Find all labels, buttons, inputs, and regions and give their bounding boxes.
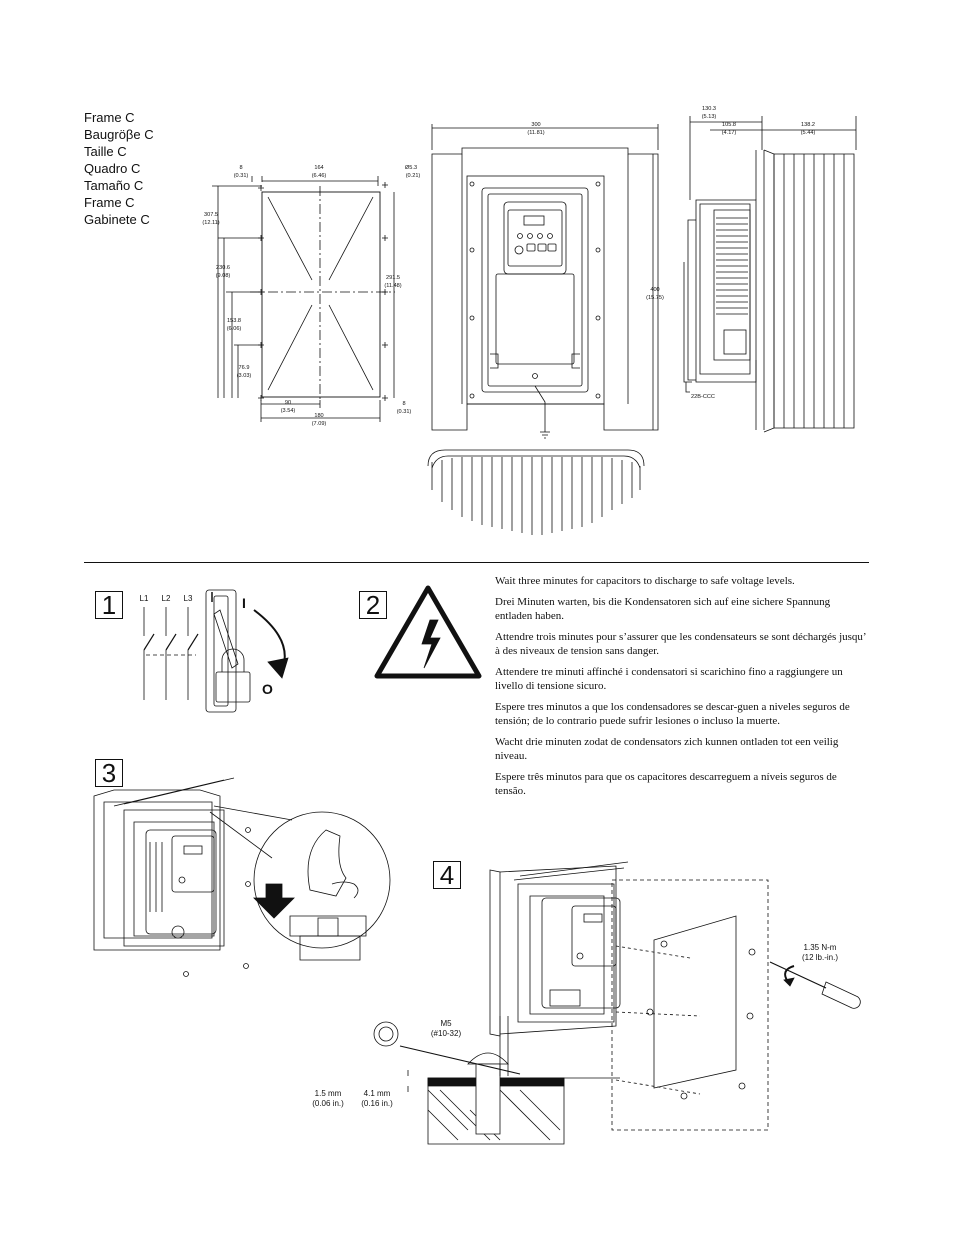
torque-label: 1.35 N-m xyxy=(804,943,837,952)
step3-remove-cover xyxy=(93,777,391,977)
dim-label: 8 xyxy=(402,401,405,407)
warning-paragraph: Wait three minutes for capacitors to dis… xyxy=(495,575,795,587)
frame-label: Taille C xyxy=(84,144,127,159)
side-view xyxy=(683,116,857,433)
dim-label: (0.21) xyxy=(406,173,421,179)
dim-label: 291.5 xyxy=(386,275,400,281)
frame-label: Tamaño C xyxy=(84,178,144,193)
dim-label: (11.81) xyxy=(527,130,544,136)
step2-warning xyxy=(374,585,482,679)
front-view xyxy=(431,124,659,439)
dim-label: Ø5.3 xyxy=(405,165,417,171)
thickness-label: (0.16 in.) xyxy=(361,1099,393,1108)
frame-label: Frame C xyxy=(84,110,135,125)
dim-label: (15.75) xyxy=(646,295,664,301)
dim-label: (6.06) xyxy=(227,326,242,332)
section-divider xyxy=(84,562,869,563)
mounting-template xyxy=(212,176,395,422)
dim-label: 105.8 xyxy=(722,122,736,128)
dim-label: 400 xyxy=(650,287,659,293)
torque-label: (12 lb.-in.) xyxy=(802,953,838,962)
warning-paragraph: Wacht drie minuten zodat de condensators… xyxy=(495,736,839,762)
dim-label: 300 xyxy=(531,122,540,128)
dim-label: (11.48) xyxy=(384,283,401,289)
dim-label: 90 xyxy=(285,400,291,406)
side-dimension-labels: 130.3 (5.13) 105.8 (4.17) 138.2 (5.44) 2… xyxy=(691,106,815,400)
phase-label: L3 xyxy=(184,594,193,603)
frame-label: Baugröβe C xyxy=(84,127,154,142)
warning-paragraph: Espere três minutos para que os capacito… xyxy=(495,771,837,797)
step4-mounting xyxy=(373,861,861,1145)
phase-label: L1 xyxy=(140,594,149,603)
dim-label: (0.31) xyxy=(234,173,249,179)
warning-paragraph: Attendere tre minuti affinché i condensa… xyxy=(495,666,843,692)
screw-label: M5 xyxy=(440,1019,452,1028)
thickness-label: 4.1 mm xyxy=(364,1089,391,1098)
dim-label: (6.46) xyxy=(312,173,327,179)
dim-label: (3.54) xyxy=(281,408,296,414)
dim-label: (5.13) xyxy=(702,114,717,120)
frame-label: Frame C xyxy=(84,195,135,210)
step-number-4: 4 xyxy=(433,861,461,889)
frame-label: Quadro C xyxy=(84,161,141,176)
dim-label: (4.17) xyxy=(722,130,737,136)
model-label: 22B-CCC xyxy=(691,394,715,400)
frame-label: Gabinete C xyxy=(84,212,150,227)
dim-label: 130.3 xyxy=(702,106,716,112)
thickness-label: (0.06 in.) xyxy=(312,1099,344,1108)
step-number-2: 2 xyxy=(359,591,387,619)
warning-text-block: Wait three minutes for capacitors to dis… xyxy=(495,574,867,805)
warning-paragraph: Attendre trois minutes pour s’assurer qu… xyxy=(495,631,866,657)
heatsink-view xyxy=(427,449,645,535)
step-number-1: 1 xyxy=(95,591,123,619)
dim-label: 230.6 xyxy=(216,265,230,271)
screw-label: (#10-32) xyxy=(431,1029,462,1038)
dim-label: (7.09) xyxy=(312,421,327,427)
dim-label: 76.9 xyxy=(239,365,250,371)
dim-label: 138.2 xyxy=(801,122,815,128)
dim-label: (9.08) xyxy=(216,273,231,279)
step4-labels: 1.35 N-m (12 lb.-in.) M5 (#10-32) 1.5 mm… xyxy=(312,943,838,1108)
dim-label: (12.11) xyxy=(202,220,219,226)
step1-disconnect xyxy=(143,589,289,713)
dim-label: 164 xyxy=(314,165,323,171)
switch-on-label: I xyxy=(242,595,246,611)
dim-label: (0.31) xyxy=(397,409,412,415)
switch-off-label: O xyxy=(262,681,273,697)
warning-paragraph: Drei Minuten warten, bis die Kondensator… xyxy=(495,596,831,622)
mounting-dimension-labels: 8 (0.31) 164 (6.46) Ø5.3 (0.21) 307.5 (1… xyxy=(202,165,420,427)
dim-label: 153.8 xyxy=(227,318,241,324)
warning-paragraph: Espere tres minutos a que los condensado… xyxy=(495,701,850,727)
dim-label: 180 xyxy=(314,413,323,419)
thickness-label: 1.5 mm xyxy=(315,1089,342,1098)
front-dimension-labels: 300 (11.81) 400 (15.75) xyxy=(527,122,664,301)
step-number-3: 3 xyxy=(95,759,123,787)
step1-labels: L1 L2 L3 I O xyxy=(140,594,273,697)
dim-label: 8 xyxy=(239,165,242,171)
dim-label: 307.5 xyxy=(204,212,218,218)
dim-label: (3.03) xyxy=(237,373,252,379)
phase-label: L2 xyxy=(162,594,171,603)
dim-label: (5.44) xyxy=(801,130,816,136)
frame-labels: Frame C Baugröβe C Taille C Quadro C Tam… xyxy=(84,109,154,228)
